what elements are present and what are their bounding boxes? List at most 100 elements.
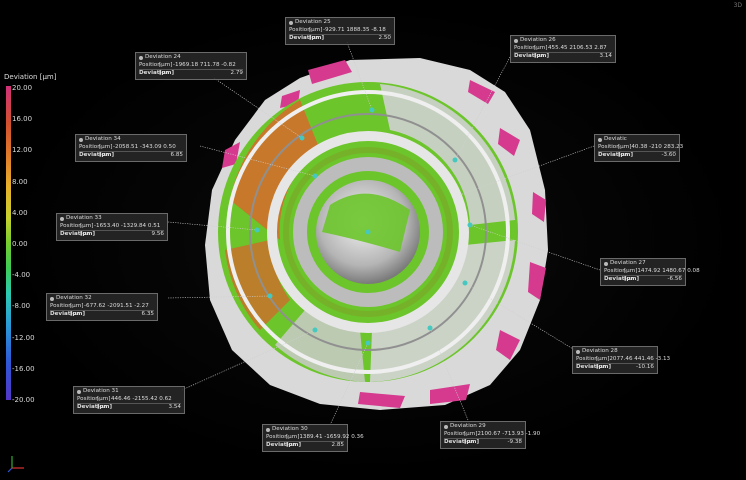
position-unit: [µm]	[70, 302, 84, 309]
deviation-value: -3.60	[661, 152, 676, 159]
callout-title: Deviation 30	[272, 426, 308, 432]
callout-position-row: Position[µm]1389.41 -1659.92 0.36	[266, 433, 364, 442]
deviation-label: Deviation	[289, 35, 320, 42]
callout-position-row: Position[µm]446.46 -2155.42 0.62	[77, 396, 181, 404]
deviation-label: Deviation	[598, 152, 629, 159]
edge-patch	[528, 262, 546, 300]
colorbar-tick-label: -4.00	[12, 271, 31, 280]
position-value: -1653.40 -1329.84 0.51	[94, 222, 161, 229]
colorbar-tick-label: 12.00	[12, 146, 33, 155]
grey-zone	[380, 84, 515, 225]
callout-marker-icon	[139, 55, 143, 60]
callout-title: Deviation 31	[83, 388, 119, 394]
deviation-unit: [µm]	[99, 152, 115, 159]
colorbar-tick-label: 8.00	[12, 177, 28, 186]
colorbar-tick-label: -16.00	[12, 364, 35, 373]
deviation-unit: [µm]	[464, 439, 480, 446]
callout-marker-icon	[598, 137, 602, 142]
position-label: Position	[139, 61, 161, 68]
position-value: -929.71 1888.35 -8.18	[323, 26, 386, 33]
callout-deviation-row: Deviation[µm]2.79	[139, 69, 243, 78]
position-label: Position	[77, 395, 99, 402]
callout-title: Deviation 27	[610, 260, 646, 266]
deviation-unit: [µm]	[534, 53, 550, 60]
probe-points	[254, 107, 473, 346]
callout-position-row: Position[µm]1474.92 1480.67 0.08	[604, 267, 700, 276]
callout-position-row: Position[µm]-677.62 -2091.51 -2.27	[50, 303, 154, 311]
callout-deviation-row: Deviation[µm]3.54	[77, 403, 181, 412]
deviation-value: 2.85	[331, 442, 344, 449]
position-value: 455.45 2106.53 2.87	[548, 44, 607, 51]
callout-header: Deviation 30	[266, 426, 344, 434]
position-label: Position	[79, 143, 101, 150]
deviation-label: Deviation	[604, 276, 635, 283]
callout-title: Deviation 26	[520, 37, 556, 43]
callout-header: Deviation 29	[444, 423, 522, 431]
deviation-value: 3.54	[168, 404, 181, 411]
callout-header: Deviation 24	[139, 54, 243, 62]
callout-marker-icon	[514, 38, 518, 43]
callout-position-row: Position[µm]-1969.18 711.78 -0.82	[139, 62, 243, 70]
position-unit: [µm]	[80, 222, 94, 229]
colorbar	[6, 86, 11, 400]
position-unit: [µm]	[309, 26, 323, 33]
position-value: 1474.92 1480.67 0.08	[637, 267, 700, 274]
deviation-unit: [µm]	[286, 442, 302, 449]
position-label: Position	[266, 433, 288, 440]
callout-marker-icon	[576, 349, 580, 354]
leader-lines	[167, 41, 601, 426]
deviation-unit: [µm]	[97, 404, 113, 411]
callout-deviation-row: Deviation[µm]-9.38	[444, 438, 522, 447]
callout-marker-icon	[79, 137, 83, 142]
callout-marker-icon	[444, 424, 448, 429]
position-label: Position	[444, 430, 466, 437]
edge-patch	[496, 330, 520, 360]
callout-title: Deviation 34	[85, 136, 121, 142]
callout-title: Deviation 29	[450, 423, 486, 429]
deviation-callout[interactable]: Deviation 32 Position[µm]-677.62 -2091.51…	[46, 293, 158, 321]
callout-header: Deviation 25	[289, 19, 391, 27]
position-label: Position	[60, 222, 82, 229]
callout-title: Deviation 32	[56, 295, 92, 301]
orange-zone	[225, 240, 290, 330]
position-unit: [µm]	[534, 44, 548, 51]
deviation-label: Deviation	[444, 439, 475, 446]
edge-patch	[358, 392, 405, 408]
callout-header: Deviation 34	[79, 136, 183, 144]
callout-header: Deviation 26	[514, 37, 612, 45]
position-label: Position	[289, 26, 311, 33]
position-label: Position	[604, 267, 626, 274]
deviation-value: 2.79	[230, 70, 243, 77]
deviation-unit: [µm]	[618, 152, 634, 159]
callout-header: Deviation 28	[576, 348, 654, 356]
position-unit: [µm]	[97, 395, 111, 402]
callout-header: Deviation 27	[604, 260, 682, 268]
deviation-unit: [µm]	[624, 276, 640, 283]
edge-patch	[532, 192, 546, 222]
position-unit: [µm]	[624, 267, 638, 274]
position-value: 1389.41 -1659.92 0.36	[299, 433, 364, 440]
position-value: 2077.46 441.46 -3.13	[609, 355, 671, 362]
dome-green	[322, 193, 410, 252]
callout-deviation-row: Deviation[µm] -3.60	[598, 151, 676, 160]
callout-position-row: Position[µm]2100.67 -713.93 -1.90	[444, 430, 540, 439]
inner-ring-mid	[283, 147, 453, 317]
callout-deviation-row: Deviation[µm]6.35	[50, 310, 154, 319]
position-unit: [µm]	[286, 433, 300, 440]
position-value: 446.46 -2155.42 0.62	[111, 395, 172, 402]
callout-deviation-row: Deviation[µm]-6.56	[604, 275, 682, 284]
colorbar-tick-label: -8.00	[12, 302, 31, 311]
